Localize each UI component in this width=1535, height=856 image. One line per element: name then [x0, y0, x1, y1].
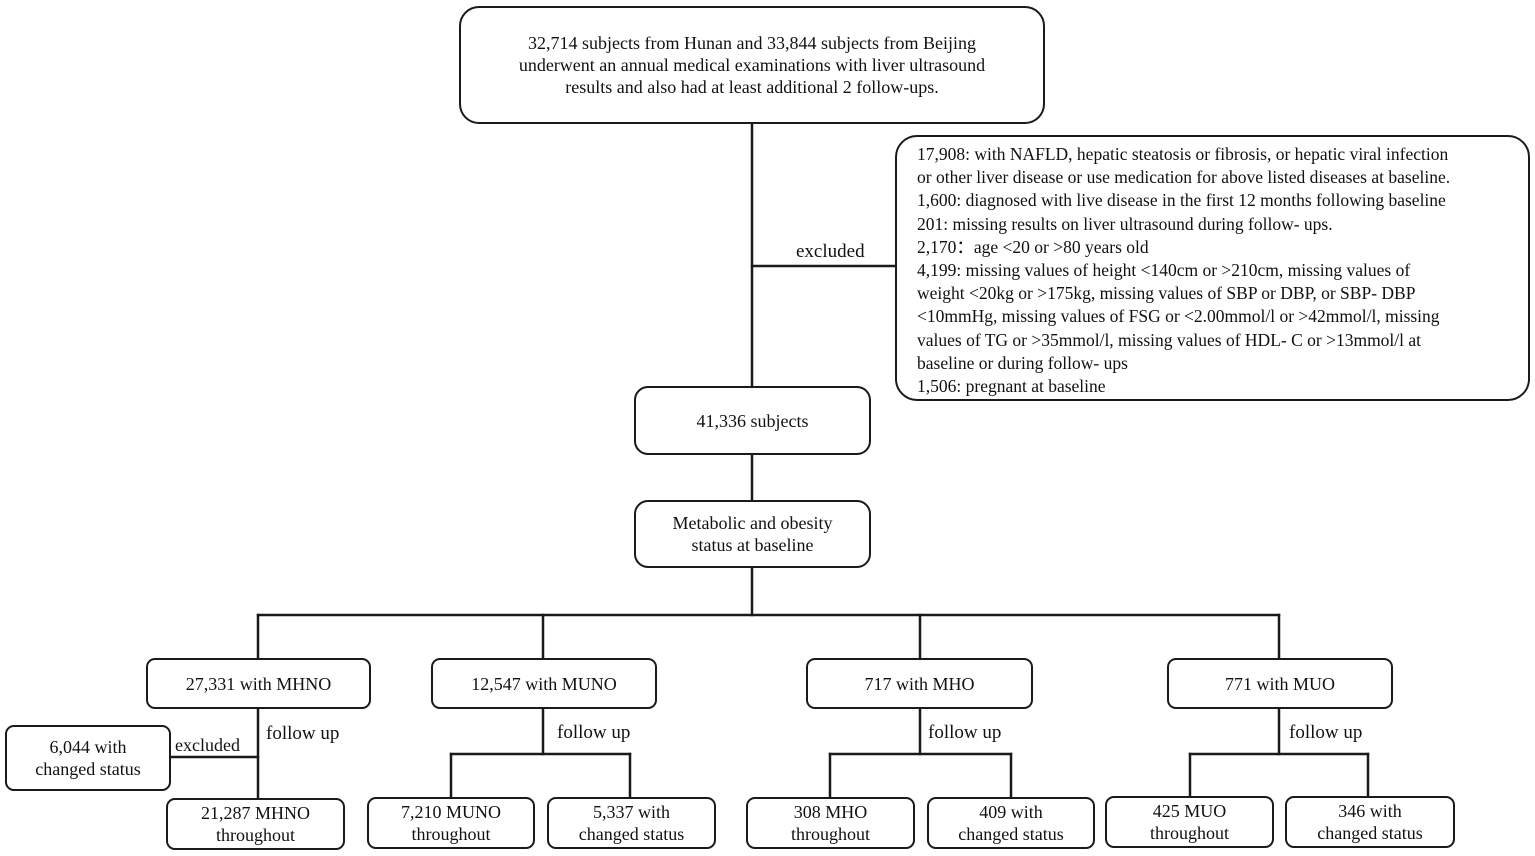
exclusion-line: 2,170：age <20 or >80 years old — [917, 236, 1149, 257]
group-muno-box: 12,547 with MUNO — [431, 658, 657, 709]
exclusion-line: 4,199: missing values of height <140cm o… — [917, 260, 1411, 281]
muo-changed-status-box: 346 with changed status — [1285, 796, 1455, 848]
muo-throughout-line: 425 MUO — [1152, 801, 1227, 821]
mho-throughout-line: 308 MHO — [793, 802, 868, 822]
enrollment-line: 32,714 subjects from Hunan and 33,844 su… — [528, 33, 976, 53]
mhno-changed-line: 6,044 with — [49, 737, 127, 757]
mhno-excluded-label: excluded — [175, 735, 240, 755]
muo-changed-line: 346 with — [1338, 801, 1402, 821]
muo-throughout-line: throughout — [1150, 823, 1229, 843]
group-mhno-box: 27,331 with MHNO — [146, 658, 371, 709]
group-muo-title: 771 with MUO — [1224, 673, 1335, 694]
mhno-throughout-line: 21,287 MHNO — [200, 803, 310, 823]
mhno-changed-line: changed status — [35, 759, 141, 779]
exclusion-line: values of TG or >35mmol/l, missing value… — [917, 329, 1422, 350]
mho-changed-line: 409 with — [979, 802, 1043, 822]
baseline-status-line: Metabolic and obesity — [672, 513, 833, 533]
muno-changed-line: changed status — [578, 824, 685, 844]
muno-changed-status-box: 5,337 with changed status — [547, 797, 716, 849]
mhno-throughout-line: throughout — [215, 825, 295, 845]
subjects-box: 41,336 subjects — [634, 386, 871, 455]
group-mho-title: 717 with MHO — [864, 673, 975, 694]
baseline-status-line: status at baseline — [691, 535, 814, 555]
mho-changed-status-box: 409 with changed status — [927, 797, 1095, 849]
mho-throughout-box: 308 MHO throughout — [746, 797, 915, 849]
enrollment-box: 32,714 subjects from Hunan and 33,844 su… — [459, 6, 1045, 124]
group-muo-box: 771 with MUO — [1167, 658, 1393, 709]
muno-follow-up-label: follow up — [557, 722, 631, 743]
muno-changed-line: 5,337 with — [592, 802, 670, 822]
mhno-throughout-box: 21,287 MHNO throughout — [166, 798, 345, 850]
mho-throughout-line: throughout — [791, 824, 870, 844]
exclusion-line: baseline or during follow- ups — [917, 352, 1128, 373]
group-muno-title: 12,547 with MUNO — [471, 673, 617, 694]
muno-throughout-box: 7,210 MUNO throughout — [367, 797, 535, 849]
mho-follow-up-label: follow up — [928, 722, 1002, 743]
exclusion-line: or other liver disease or use medication… — [917, 167, 1451, 188]
exclusion-line: 201: missing results on liver ultrasound… — [917, 213, 1333, 234]
baseline-status-box: Metabolic and obesity status at baseline — [634, 500, 871, 568]
exclusion-criteria-box: 17,908: with NAFLD, hepatic steatosis or… — [895, 135, 1530, 401]
exclusion-line: 1,506: pregnant at baseline — [917, 376, 1106, 397]
mhno-changed-status-box: 6,044 with changed status — [5, 725, 171, 791]
exclusion-line: 1,600: diagnosed with live disease in th… — [917, 190, 1446, 211]
exclusion-line: 17,908: with NAFLD, hepatic steatosis or… — [917, 144, 1449, 164]
exclusion-line: <10mmHg, missing values of FSG or <2.00m… — [917, 306, 1440, 327]
exclusion-line: weight <20kg or >175kg, missing values o… — [917, 283, 1416, 304]
excluded-label: excluded — [796, 241, 865, 262]
group-mhno-title: 27,331 with MHNO — [185, 673, 332, 694]
muo-changed-line: changed status — [1317, 823, 1423, 843]
muno-throughout-line: 7,210 MUNO — [400, 802, 501, 822]
muo-throughout-box: 425 MUO throughout — [1105, 796, 1274, 848]
enrollment-line: results and also had at least additional… — [565, 77, 939, 97]
mhno-follow-up-label: follow up — [266, 723, 340, 744]
muno-throughout-line: throughout — [411, 824, 491, 844]
enrollment-line: underwent an annual medical examinations… — [518, 55, 986, 75]
subjects-count: 41,336 subjects — [696, 410, 809, 431]
muo-follow-up-label: follow up — [1289, 722, 1363, 743]
group-mho-box: 717 with MHO — [806, 658, 1033, 709]
mho-changed-line: changed status — [958, 824, 1064, 844]
